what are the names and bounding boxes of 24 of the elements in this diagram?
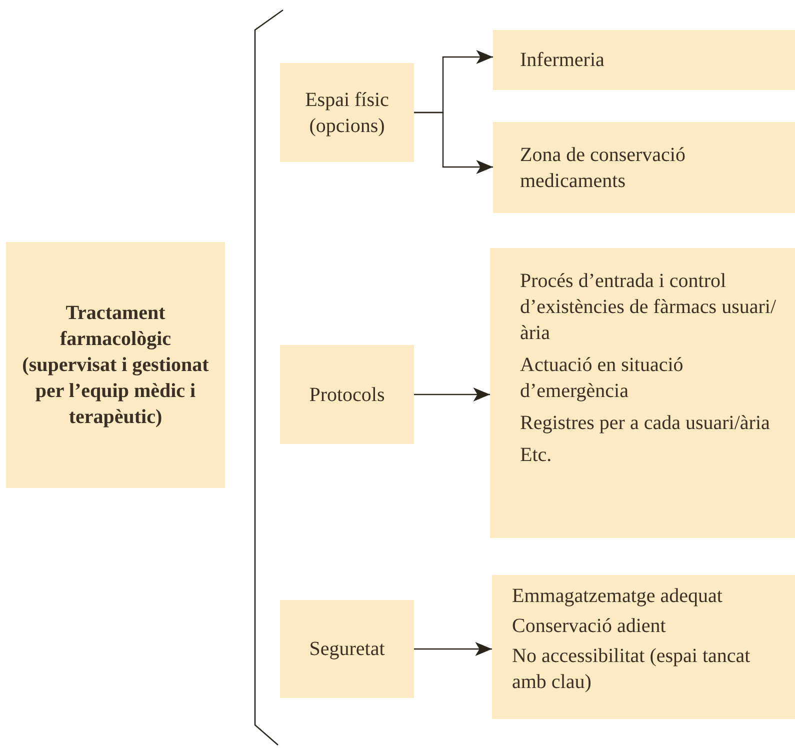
- node-text: Zona de conservació medicaments: [520, 142, 686, 194]
- text-box: [6, 242, 225, 488]
- text-box: [280, 345, 414, 444]
- node-text: Infermeria: [520, 48, 606, 73]
- node-text: Protocols: [308, 382, 386, 408]
- node-text: Actuació en situació d’emergència: [520, 353, 684, 404]
- text-box: [280, 600, 414, 698]
- node-text: Espai físic (opcions): [304, 88, 390, 138]
- node-text: Tractament farmacològic (supervisat i gestionat per l’equip mèdic i terapèutic): [21, 301, 210, 430]
- node-text: Registres per a cada usuari/ària: [520, 411, 771, 436]
- node-text: Conservació adient: [512, 614, 667, 639]
- text-box: [280, 63, 414, 162]
- node-text: No accessibilitat (espai tancat amb clau): [512, 644, 752, 695]
- text-box: [493, 30, 795, 90]
- text-box: [490, 248, 795, 538]
- node-text: Seguretat: [308, 637, 386, 662]
- arrow: [414, 642, 492, 656]
- node-text: Etc.: [520, 443, 553, 468]
- node-text: Procés d’entrada i control d’existències de fàrmacs usuari/ària: [520, 269, 778, 346]
- arrow: [414, 112, 493, 174]
- node-text: Emmagatzematge adequat: [512, 584, 724, 609]
- text-box: [493, 122, 795, 213]
- text-box: [492, 575, 795, 719]
- arrow: [414, 388, 490, 402]
